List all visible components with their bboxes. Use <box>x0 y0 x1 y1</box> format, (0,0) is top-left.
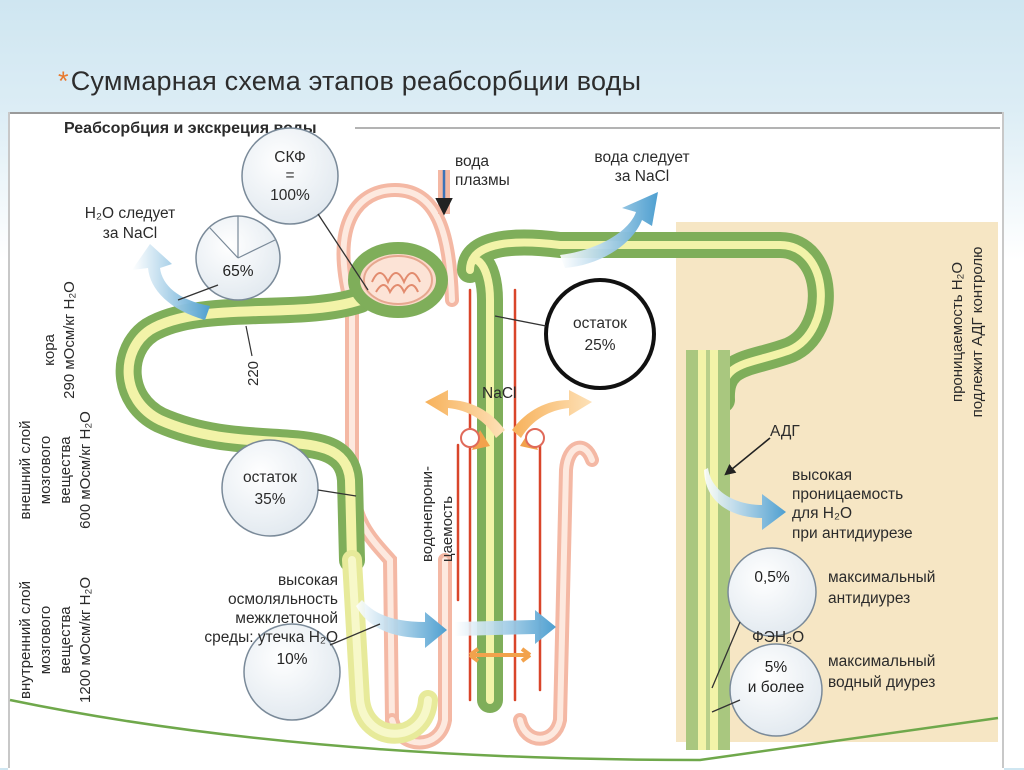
transport-pump-left <box>460 428 480 448</box>
proximal-tubule <box>115 287 373 573</box>
remainder-25-line1: остаток <box>573 315 627 332</box>
max-water-diuresis-line2: водный диурез <box>828 674 935 691</box>
collecting-note-line1: проницаемость H₂O <box>949 262 966 402</box>
collecting-duct-note: проницаемость H₂O подлежит АДГ контролю <box>949 247 986 418</box>
zone-outer-line2: мозгового <box>37 436 54 504</box>
high-permeability-line2: проницаемость <box>792 486 903 503</box>
title-text: Суммарная схема этапов реабсорбции воды <box>70 66 642 96</box>
diuresis-line2: и более <box>748 679 804 696</box>
figure-heading: Реабсорбция и экскреция воды <box>64 120 316 137</box>
water-impermeability-line2: цаемость <box>439 496 456 562</box>
zone-outer-line3: вещества <box>57 436 74 504</box>
max-antidiuresis-line1: максимальный <box>828 569 935 586</box>
descending-10-label: 10% <box>276 651 307 668</box>
cortex-osm-label: 220 <box>245 361 262 386</box>
adh-label-group: АДГ <box>724 423 800 476</box>
high-permeability-line3: для H₂O <box>792 505 852 522</box>
antidiuresis-label: 0,5% <box>754 569 790 586</box>
zone-inner-line2: мозгового <box>37 606 54 674</box>
zone-inner-line1: внутренний слой <box>17 581 34 699</box>
plasma-water-line1: вода <box>455 153 489 170</box>
skf-line3: 100% <box>270 187 310 204</box>
collecting-duct <box>686 350 730 750</box>
h2o-follows-nacl-line2: за NaCl <box>103 225 158 242</box>
diuresis-line1: 5% <box>765 659 788 676</box>
water-impermeability-line1: водонепрони- <box>419 466 436 562</box>
arrow-descending-efflux <box>356 600 447 648</box>
glomerulus <box>348 242 448 318</box>
high-osmolarity-line4: среды: утечка H₂O <box>204 629 338 646</box>
zone-inner-medulla-label: внутренний слой мозгового вещества 1200 … <box>17 577 94 703</box>
zone-cortex-label: кора 290 мОсм/кг H₂O <box>41 281 78 399</box>
remainder-35-circle: остаток 35% <box>221 439 357 537</box>
high-osmolarity-line1: высокая <box>278 572 338 589</box>
medulla-boundary-line <box>9 698 999 762</box>
remainder-35-line1: остаток <box>243 469 297 486</box>
h2o-follows-nacl-line1: H₂O следует <box>85 205 175 222</box>
plasma-water-line2: плазмы <box>455 172 510 189</box>
arrow-proximal-efflux <box>132 244 210 320</box>
arrow-collecting-efflux <box>704 468 786 530</box>
ascending-limb-distal-tubule <box>457 229 834 713</box>
nacl-transport-arrows <box>425 390 592 663</box>
skf-line1: СКФ <box>274 149 305 166</box>
title-bullet: * <box>58 66 69 96</box>
cortex-osm-marker: 220 <box>245 325 262 386</box>
slide-title: *Суммарная схема этапов реабсорбции воды <box>58 66 641 97</box>
proximal-65-label: 65% <box>222 263 253 280</box>
nacl-label: NaCl <box>482 385 516 402</box>
descending-10-circle: 10% <box>243 623 381 721</box>
water-follows-nacl-top-line2: за NaCl <box>615 168 670 185</box>
high-osmolarity-line2: осмоляльность <box>228 591 338 608</box>
high-permeability-line1: высокая <box>792 467 852 484</box>
remainder-35-line2: 35% <box>254 491 285 508</box>
plasma-water-inflow <box>435 170 453 216</box>
figure-border-right <box>1002 112 1004 768</box>
zone-inner-line4: 1200 мОсм/кг H₂O <box>77 577 94 703</box>
max-antidiuresis-line2: антидиурез <box>828 590 910 607</box>
water-follows-nacl-top-line1: вода следует <box>594 149 689 166</box>
zone-outer-line1: внешний слой <box>17 421 34 520</box>
zone-inner-line3: вещества <box>57 606 74 674</box>
arrow-nacl-left <box>425 390 505 438</box>
high-osmolarity-line3: межклеточной <box>235 610 338 627</box>
skf-circle: СКФ = 100% <box>241 127 369 291</box>
loop-of-henle <box>342 550 438 744</box>
remainder-25-line2: 25% <box>584 337 615 354</box>
high-permeability-line4: при антидиурезе <box>792 525 913 542</box>
antidiuresis-circle: 0,5% <box>711 547 817 689</box>
skf-line2: = <box>285 167 294 184</box>
collecting-note-line2: подлежит АДГ контролю <box>969 247 986 418</box>
zone-cortex-line1: кора <box>41 333 58 365</box>
zone-outer-line4: 600 мОсм/кг H₂O <box>77 411 94 529</box>
proximal-65-circle: 65% <box>177 215 281 301</box>
zone-outer-medulla-label: внешний слой мозгового вещества 600 мОсм… <box>17 411 94 529</box>
arrow-distal-efflux <box>560 192 658 268</box>
arrow-medullary-flow <box>455 610 556 644</box>
arrow-nacl-inner-medulla <box>468 647 532 663</box>
arrow-nacl-right <box>512 390 592 438</box>
remainder-25-circle: остаток 25% <box>494 278 656 390</box>
adh-label: АДГ <box>770 423 800 440</box>
figure-border-left <box>8 112 10 768</box>
zone-cortex-line2: 290 мОсм/кг H₂O <box>61 281 78 399</box>
fe-h2o-label: ФЭH₂O <box>752 629 804 646</box>
max-water-diuresis-line1: максимальный <box>828 653 935 670</box>
water-diuresis-circle: 5% и более <box>711 643 823 737</box>
water-impermeability-label: водонепрони- цаемость <box>419 466 456 562</box>
reabsorption-arrows <box>132 192 786 648</box>
transport-pump-right <box>525 428 545 448</box>
